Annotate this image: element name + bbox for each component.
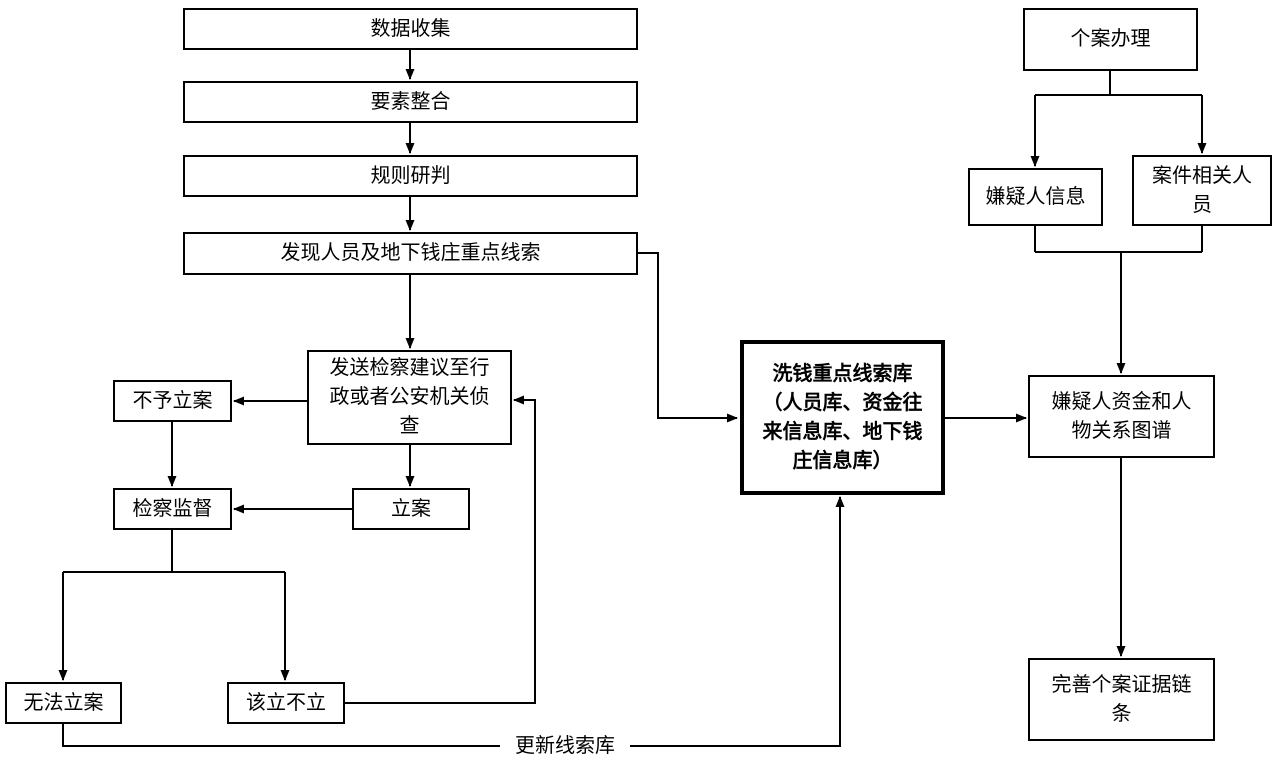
node-suspect-graph: 嫌疑人资金和人物关系图谱 <box>1028 375 1215 458</box>
node-discover-clues: 发现人员及地下钱庄重点线索 <box>183 232 638 275</box>
node-case-handling: 个案办理 <box>1023 8 1198 71</box>
node-data-collection: 数据收集 <box>183 8 638 50</box>
node-evidence-chain: 完善个案证据链条 <box>1028 658 1215 741</box>
node-case-related-personnel-label: 案件相关人员 <box>1152 164 1252 216</box>
node-no-filing-label: 不予立案 <box>132 389 213 412</box>
node-cannot-file: 无法立案 <box>5 682 122 724</box>
node-suspect-info: 嫌疑人信息 <box>968 168 1103 226</box>
node-rule-analysis-label: 规则研判 <box>370 164 451 187</box>
node-suspect-graph-label: 嫌疑人资金和人物关系图谱 <box>1051 390 1192 442</box>
edge-shouldfile-to-suggestion <box>345 395 536 704</box>
node-send-suggestion: 发送检察建议至行政或者公安机关侦查 <box>307 350 512 445</box>
node-should-file-not-filed: 该立不立 <box>227 682 345 724</box>
node-filing-label: 立案 <box>391 497 431 520</box>
node-no-filing: 不予立案 <box>113 380 232 422</box>
node-case-handling-label: 个案办理 <box>1070 28 1151 50</box>
node-procuratorial-supervision-label: 检察监督 <box>132 497 213 520</box>
edge-cannotfile-to-database <box>62 496 845 747</box>
node-rule-analysis: 规则研判 <box>183 155 638 197</box>
node-clue-database: 洗钱重点线索库（人员库、资金往来信息库、地下钱庄信息库） <box>740 340 945 495</box>
node-evidence-chain-label: 完善个案证据链条 <box>1051 673 1192 725</box>
edge-discover-to-database <box>638 252 738 423</box>
node-clue-database-label: 洗钱重点线索库（人员库、资金往来信息库、地下钱庄信息库） <box>762 362 923 472</box>
node-should-file-not-filed-label: 该立不立 <box>246 691 326 714</box>
node-discover-clues-label: 发现人员及地下钱庄重点线索 <box>280 242 541 264</box>
node-element-integration-label: 要素整合 <box>370 90 451 113</box>
node-data-collection-label: 数据收集 <box>370 17 451 40</box>
edge-label-update-clue-db: 更新线索库 <box>500 733 630 759</box>
node-filing: 立案 <box>352 488 470 530</box>
edge-label-update-clue-db-text: 更新线索库 <box>515 735 615 757</box>
node-procuratorial-supervision: 检察监督 <box>113 488 232 530</box>
node-suspect-info-label: 嫌疑人信息 <box>985 185 1086 208</box>
node-send-suggestion-label: 发送检察建议至行政或者公安机关侦查 <box>329 357 490 437</box>
node-cannot-file-label: 无法立案 <box>23 691 104 714</box>
node-element-integration: 要素整合 <box>183 81 638 123</box>
node-case-related-personnel: 案件相关人员 <box>1132 155 1272 226</box>
